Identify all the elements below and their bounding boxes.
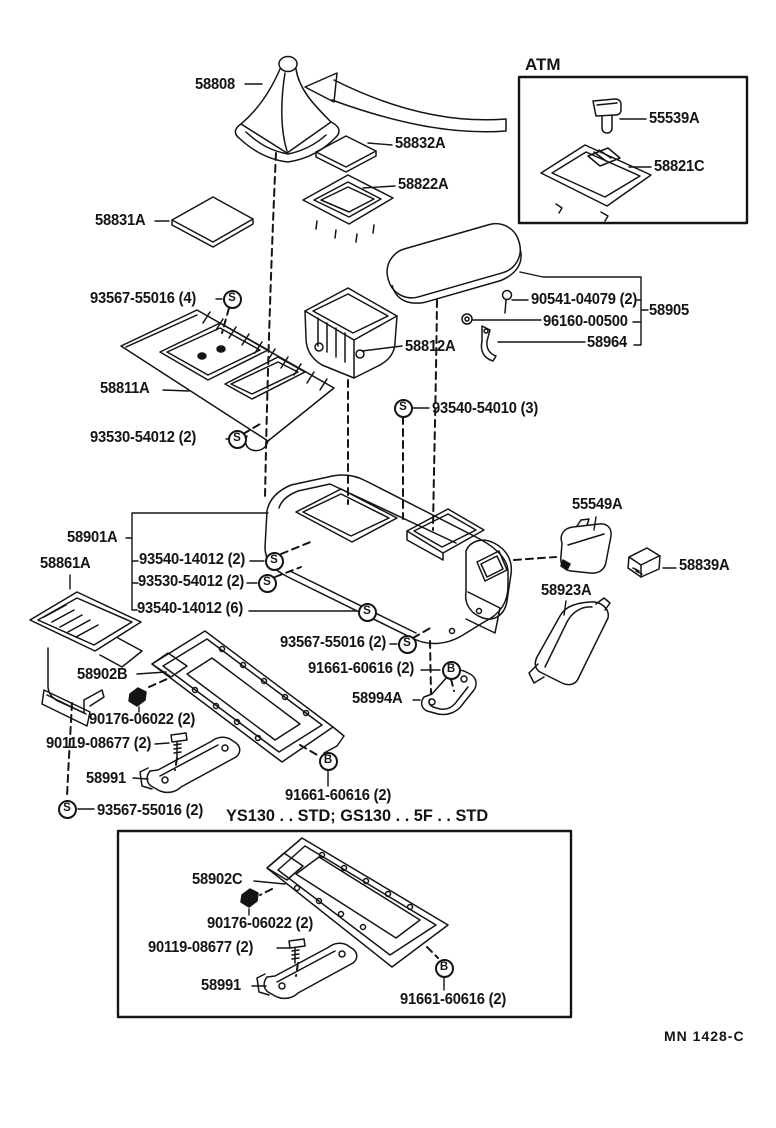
part-label-58991-b: 58991 [201, 977, 242, 994]
armrest-drawing-58905 [386, 222, 522, 304]
atm-inset-box [517, 75, 749, 225]
part-label-93540-14012-2: 93540-14012 (2) [139, 551, 246, 568]
frame-drawing-58902c [266, 837, 449, 968]
atm-inset-title: ATM [525, 55, 561, 74]
pin-drawing-90541 [501, 289, 513, 314]
pad-drawing-58831a [171, 196, 254, 248]
hinge-drawing-58964 [480, 325, 497, 362]
part-label-93540-14012-6: 93540-14012 (6) [137, 600, 244, 617]
part-label-90119-08677-2b: 90119-08677 (2) [148, 939, 254, 956]
clip-drawing-90176 [128, 687, 147, 707]
bolt-drawing-90119 [170, 732, 188, 758]
fastener-symbol-b-8: B [441, 660, 461, 680]
console-body-drawing-58901a [264, 474, 513, 645]
pocket-drawing-58812a [304, 287, 398, 379]
fastener-symbol-s-2: S [227, 429, 247, 449]
part-label-58839a: 58839A [679, 557, 730, 574]
part-label-58822a: 58822A [398, 176, 449, 193]
cover-drawing-58839a [627, 547, 661, 578]
variant-header: YS130 . . STD; GS130 . . 5F . . STD [226, 806, 489, 825]
fastener-symbol-s-7: S [57, 799, 77, 819]
part-label-90176-06022-2b: 90176-06022 (2) [207, 915, 314, 932]
part-label-55539a: 55539A [649, 110, 700, 127]
frame-drawing-58902b [151, 630, 345, 763]
fastener-symbol-s-4: S [257, 573, 277, 593]
panel-drawing-58811a [120, 309, 335, 452]
fastener-symbol-b-10: B [434, 958, 454, 978]
part-label-93540-54010-3: 93540-54010 (3) [432, 400, 539, 417]
clip-drawing-55539a [592, 98, 622, 134]
part-label-58902b: 58902B [77, 666, 128, 683]
atm-arrow [304, 72, 507, 133]
part-label-93530-54012-2a: 93530-54012 (2) [90, 429, 197, 446]
part-label-93530-54012-2b: 93530-54012 (2) [138, 573, 245, 590]
part-label-93567-55016-2b: 93567-55016 (2) [97, 802, 204, 819]
part-label-58902c: 58902C [192, 871, 243, 888]
part-label-90119-08677-2a: 90119-08677 (2) [46, 735, 152, 752]
assembly-dashed-lines [66, 152, 557, 977]
fastener-symbol-s-5: S [357, 602, 377, 622]
part-label-93567-55016-4: 93567-55016 (4) [90, 290, 197, 307]
part-label-90176-06022-2a: 90176-06022 (2) [89, 711, 196, 728]
variant-inset-box [116, 829, 573, 1019]
part-label-55549a: 55549A [572, 496, 623, 513]
part-label-91661-60616-2a: 91661-60616 (2) [308, 660, 415, 677]
leader-lines [69, 83, 677, 991]
shift-boot-drawing-58808 [234, 55, 340, 163]
part-label-58861a: 58861A [40, 555, 91, 572]
part-label-58808: 58808 [195, 76, 236, 93]
bracket-drawing-58991 [139, 736, 241, 794]
part-label-58923a: 58923A [541, 582, 592, 599]
part-label-90541-04079-2: 90541-04079 (2) [531, 291, 638, 308]
part-label-58811a: 58811A [100, 380, 150, 397]
fastener-symbol-s-3: S [264, 551, 284, 571]
part-label-58812a: 58812A [405, 338, 456, 355]
part-label-58905: 58905 [649, 302, 690, 319]
drawing-number: MN 1428-C [664, 1028, 745, 1044]
pad-drawing-58832a [315, 135, 377, 173]
part-label-58991-a: 58991 [86, 770, 127, 787]
shift-plate-drawing-58821c [540, 144, 652, 222]
part-label-58821c: 58821C [654, 158, 705, 175]
fastener-symbol-s-1: S [393, 398, 413, 418]
part-label-91661-60616-2b: 91661-60616 (2) [285, 787, 392, 804]
fastener-symbol-s-6: S [397, 634, 417, 654]
part-label-58964: 58964 [587, 334, 628, 351]
fastener-symbol-s-0: S [222, 289, 242, 309]
part-label-58831a: 58831A [95, 212, 146, 229]
plate-drawing-58822a [302, 174, 394, 243]
fastener-symbol-b-9: B [318, 751, 338, 771]
part-label-58832a: 58832A [395, 135, 446, 152]
part-label-58901a: 58901A [67, 529, 118, 546]
part-label-58994a: 58994A [352, 690, 403, 707]
latch-drawing-55549a [560, 518, 612, 574]
grommet-drawing-96160 [461, 313, 473, 325]
part-label-96160-00500: 96160-00500 [543, 313, 628, 330]
part-label-93567-55016-2a: 93567-55016 (2) [280, 634, 387, 651]
part-label-91661-60616-2c: 91661-60616 (2) [400, 991, 507, 1008]
bracket-drawing-58861a [29, 591, 143, 727]
